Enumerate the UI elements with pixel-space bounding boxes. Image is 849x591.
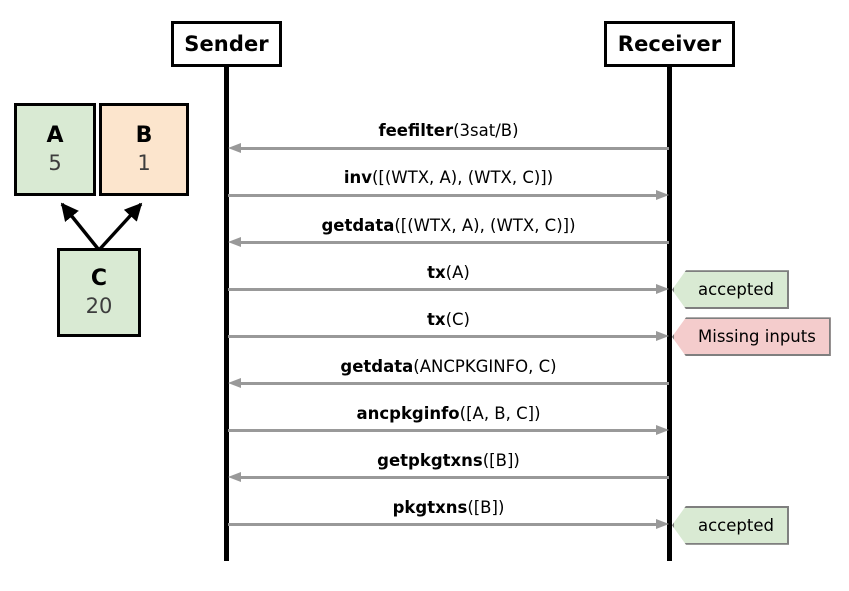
- message-label: getpkgtxns([B]): [228, 451, 669, 471]
- arrow-shaft: [240, 240, 669, 244]
- message-tx: tx(C): [228, 302, 669, 342]
- message-arrow-left-icon: [228, 236, 669, 248]
- message-feefilter: feefilter(3sat/B): [228, 114, 669, 154]
- status-badge-ok: accepted: [672, 505, 789, 545]
- status-badge-label: Missing inputs: [698, 327, 816, 347]
- message-args: ([A, B, C]): [459, 403, 541, 423]
- message-label: getdata(ANCPKGINFO, C): [228, 356, 669, 376]
- participant-receiver-label: Receiver: [617, 32, 722, 56]
- message-label: feefilter(3sat/B): [228, 122, 669, 140]
- message-fn-name: getdata: [340, 356, 414, 376]
- participant-sender-label: Sender: [184, 32, 269, 56]
- tx-node-a-fee: 5: [48, 151, 62, 175]
- message-getdata: getdata(ANCPKGINFO, C): [228, 349, 669, 389]
- message-args: ([(WTX, A), (WTX, C)]): [394, 215, 576, 235]
- arrow-shaft: [240, 146, 669, 150]
- message-fn-name: inv: [343, 168, 372, 188]
- message-fn-name: getdata: [321, 215, 395, 235]
- message-getdata: getdata([(WTX, A), (WTX, C)]): [228, 208, 669, 248]
- message-fn-name: tx: [427, 309, 446, 329]
- message-args: (A): [445, 262, 470, 282]
- message-arrow-right-icon: [228, 283, 669, 295]
- message-label: inv([(WTX, A), (WTX, C)]): [228, 169, 669, 187]
- message-args: ([(WTX, A), (WTX, C)]): [372, 168, 554, 188]
- arrow-head: [656, 330, 669, 341]
- message-arrow-right-icon: [228, 189, 669, 201]
- message-fn-name: feefilter: [378, 121, 454, 141]
- tx-node-a: A 5: [14, 103, 96, 196]
- message-label: ancpkginfo([A, B, C]): [228, 403, 669, 423]
- message-label: tx(C): [228, 309, 669, 329]
- message-label: pkgtxns([B]): [228, 499, 669, 517]
- arrow-head: [656, 283, 669, 294]
- tx-node-b-name: B: [135, 123, 153, 148]
- message-arrow-left-icon: [228, 142, 669, 154]
- arrow-shaft: [240, 382, 669, 385]
- message-args: (ANCPKGINFO, C): [413, 356, 557, 376]
- message-arrow-right-icon: [228, 330, 669, 342]
- tx-node-b-fee: 1: [137, 151, 151, 175]
- arrow-shaft: [228, 193, 657, 197]
- tx-node-b: B 1: [99, 103, 189, 196]
- dag-edge-c-to-a: [60, 202, 101, 252]
- message-arrow-right-icon: [228, 519, 669, 530]
- arrow-head: [228, 236, 241, 247]
- participant-receiver: Receiver: [604, 21, 735, 67]
- arrow-shaft: [228, 287, 657, 291]
- arrow-shaft: [228, 429, 657, 433]
- status-badge-ok: accepted: [672, 270, 789, 310]
- message-tx: tx(A): [228, 255, 669, 295]
- arrow-head: [228, 472, 241, 483]
- arrow-head: [656, 189, 669, 200]
- arrow-head: [228, 142, 241, 153]
- tx-node-c-fee: 20: [85, 294, 113, 318]
- tx-node-c: C 20: [57, 248, 141, 337]
- tx-node-c-name: C: [90, 266, 108, 291]
- status-badge-label: accepted: [698, 515, 774, 535]
- tx-node-a-name: A: [46, 123, 64, 148]
- message-getpkgtxns: getpkgtxns([B]): [228, 443, 669, 483]
- message-args: (C): [445, 309, 470, 329]
- arrow-shaft: [228, 523, 657, 527]
- message-arrow-left-icon: [228, 378, 669, 389]
- arrow-shaft: [228, 334, 657, 338]
- arrow-head: [656, 519, 669, 530]
- message-ancpkginfo: ancpkginfo([A, B, C]): [228, 396, 669, 436]
- message-fn-name: tx: [427, 262, 446, 282]
- message-args: ([B]): [482, 451, 520, 471]
- lifeline-receiver: [667, 67, 672, 561]
- message-args: ([B]): [467, 498, 505, 518]
- message-pkgtxns: pkgtxns([B]): [228, 490, 669, 530]
- status-badge-err: Missing inputs: [672, 317, 831, 357]
- dag-edge-c-to-b: [97, 202, 143, 252]
- status-badge-label: accepted: [698, 280, 774, 300]
- lifeline-sender: [224, 67, 229, 561]
- message-label: getdata([(WTX, A), (WTX, C)]): [228, 215, 669, 235]
- message-inv: inv([(WTX, A), (WTX, C)]): [228, 161, 669, 201]
- message-label: tx(A): [228, 262, 669, 282]
- message-arrow-right-icon: [228, 425, 669, 436]
- participant-sender: Sender: [171, 21, 282, 67]
- message-fn-name: getpkgtxns: [377, 451, 483, 471]
- transaction-graph-edges: [60, 202, 143, 252]
- arrow-head: [656, 425, 669, 436]
- arrow-head: [228, 378, 241, 388]
- message-fn-name: ancpkginfo: [356, 403, 460, 423]
- message-fn-name: pkgtxns: [392, 498, 468, 518]
- message-args: (3sat/B): [453, 121, 519, 141]
- arrow-shaft: [240, 476, 669, 480]
- message-arrow-left-icon: [228, 472, 669, 483]
